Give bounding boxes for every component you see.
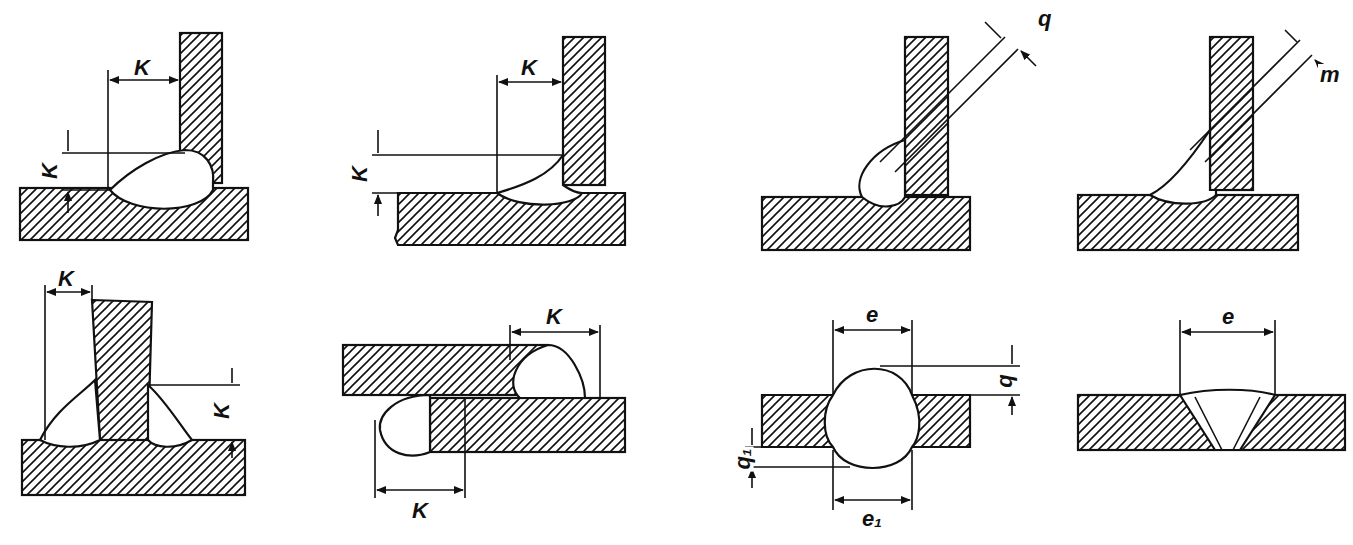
dimension-letter: e₁ [860,508,884,530]
dimension-letter: K [519,57,539,79]
dimension-letter: K [349,164,371,184]
dimension-letter: e [1220,306,1236,328]
dimension-letter: q [994,372,1016,389]
dimension-letter: K [39,161,61,181]
dimension-letter: K [410,500,430,522]
dimension-letter: K [211,401,233,421]
dimension-letter: q₁ [732,446,754,471]
dimension-letter: m [1318,64,1342,86]
dimension-letter: K [56,268,76,290]
dimension-letter: e [864,304,880,326]
dimension-letter: q [1036,8,1053,30]
dimension-letter: K [544,306,564,328]
dimension-letter: K [132,57,152,79]
